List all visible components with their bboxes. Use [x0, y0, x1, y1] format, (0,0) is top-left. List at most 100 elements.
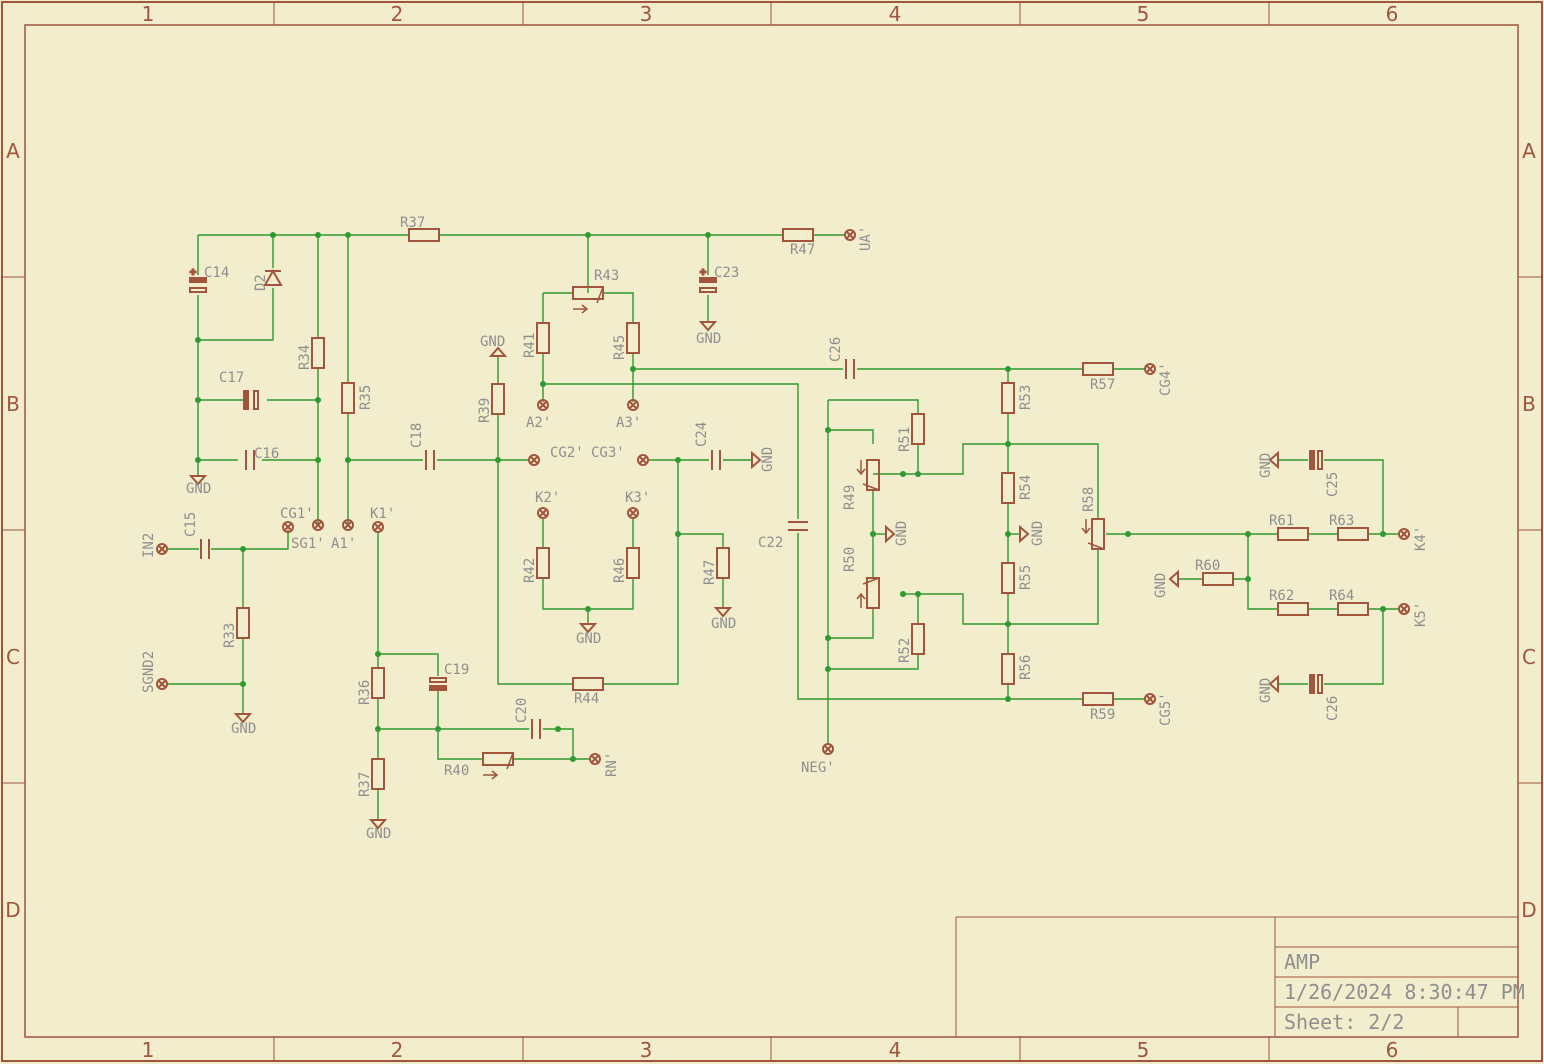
svg-text:B: B — [6, 392, 20, 416]
svg-text:4: 4 — [889, 2, 902, 26]
svg-text:2: 2 — [391, 2, 404, 26]
resistor-r47 — [716, 547, 730, 579]
connector-pad-in2[interactable] — [156, 543, 168, 555]
svg-text:5: 5 — [1137, 2, 1150, 26]
svg-text:GND: GND — [696, 331, 721, 347]
resistor-r60 — [1202, 572, 1234, 586]
svg-text:D: D — [5, 898, 20, 922]
capacitor-c22 — [711, 450, 721, 470]
svg-text:B: B — [1522, 392, 1536, 416]
label-c18: C18 — [409, 423, 425, 448]
connector-pad-ua[interactable] — [844, 229, 856, 241]
label-r54: R54 — [1018, 475, 1034, 500]
resistor-r54 — [1001, 472, 1015, 504]
ground-symbol — [1268, 674, 1279, 694]
label-c22: C24 — [694, 422, 710, 447]
resistor-r64 — [1337, 602, 1369, 616]
ground-symbol — [698, 321, 718, 332]
label-a3: A3' — [616, 415, 641, 431]
connector-pad-cg3[interactable] — [637, 454, 649, 466]
resistor-r61 — [1277, 527, 1309, 541]
title-block-sheet: Sheet: 2/2 — [1284, 1010, 1404, 1034]
svg-text:C: C — [1522, 645, 1536, 669]
ground-symbol — [713, 607, 733, 618]
resistor-r53 — [1001, 382, 1015, 414]
resistor-r57 — [1082, 362, 1114, 376]
label-k2: K2' — [535, 490, 560, 506]
label-r51: R51 — [897, 427, 913, 452]
label-r52: R52 — [897, 638, 913, 663]
resistor-r44 — [572, 677, 604, 691]
label-c16: C16 — [254, 446, 279, 462]
connector-pad-neg[interactable] — [822, 743, 834, 755]
connector-pad-a2[interactable] — [537, 399, 549, 411]
connector-pad-cg2[interactable] — [528, 454, 540, 466]
capacitor-c18 — [425, 450, 435, 470]
label-sg1: SG1' — [291, 536, 325, 552]
label-r40: R40 — [444, 763, 469, 779]
connector-pad-sg1[interactable] — [312, 519, 324, 531]
label-cg3: CG3' — [591, 445, 625, 461]
label-r37: R37 — [357, 772, 373, 797]
resistor-r45 — [626, 322, 640, 354]
diode-d2 — [263, 268, 283, 286]
junction-dots — [195, 232, 1386, 762]
connector-pad-k5[interactable] — [1398, 603, 1410, 615]
label-r57: R57 — [1090, 377, 1115, 393]
capacitor-c26 — [1309, 674, 1323, 694]
svg-text:GND: GND — [1258, 678, 1274, 703]
svg-text:GND: GND — [760, 447, 776, 472]
potentiometer-r50 — [856, 577, 880, 609]
label-r41: R41 — [522, 333, 538, 358]
label-a1: A1' — [331, 536, 356, 552]
svg-text:GND: GND — [186, 481, 211, 497]
connector-pad-k3[interactable] — [627, 507, 639, 519]
resistor-r46 — [626, 547, 640, 579]
connector-pad-cg4[interactable] — [1144, 363, 1156, 375]
connector-pad-cg5[interactable] — [1144, 693, 1156, 705]
svg-text:6: 6 — [1386, 1038, 1399, 1062]
connector-pad-a1[interactable] — [342, 519, 354, 531]
title-block-title: AMP — [1284, 950, 1320, 974]
label-r42: R42 — [522, 558, 538, 583]
label-r50: R50 — [842, 547, 858, 572]
svg-text:A: A — [6, 139, 20, 163]
connector-pad-k2[interactable] — [537, 507, 549, 519]
label-d2: D2 — [253, 274, 269, 291]
svg-text:2: 2 — [391, 1038, 404, 1062]
svg-text:GND: GND — [711, 616, 736, 632]
svg-text:3: 3 — [640, 2, 653, 26]
label-r49: R49 — [842, 485, 858, 510]
ground-symbol — [233, 713, 253, 724]
label-c25: C25 — [1325, 472, 1341, 497]
connector-pad-sgnd2[interactable] — [156, 678, 168, 690]
svg-text:1: 1 — [142, 2, 155, 26]
resistor-r39 — [491, 383, 505, 415]
row-labels-left: A B C D — [5, 139, 20, 922]
label-r48: R47 — [790, 242, 815, 258]
connector-pad-k1[interactable] — [372, 521, 384, 533]
capacitor-c16 — [245, 450, 255, 470]
label-c14: C14 — [204, 265, 229, 281]
connector-pad-cg1[interactable] — [282, 521, 294, 533]
capacitor-c21: + — [699, 266, 717, 293]
label-r60: R60 — [1195, 558, 1220, 574]
connector-pad-rn[interactable] — [589, 753, 601, 765]
label-c17: C17 — [219, 370, 244, 386]
connector-pad-a3[interactable] — [627, 399, 639, 411]
svg-text:5: 5 — [1137, 1038, 1150, 1062]
capacitor-c17 — [243, 390, 259, 410]
connector-pad-k4[interactable] — [1398, 528, 1410, 540]
label-r59: R59 — [1090, 707, 1115, 723]
net-wires — [167, 234, 1398, 820]
label-c15: C15 — [183, 512, 199, 537]
resistor-r56 — [1001, 653, 1015, 685]
label-k4: K4' — [1413, 526, 1429, 551]
ground-symbol — [1019, 524, 1030, 544]
resistor-r62 — [1277, 602, 1309, 616]
resistor-r36 — [371, 667, 385, 699]
capacitor-c23 — [788, 521, 808, 531]
svg-text:A: A — [1522, 139, 1536, 163]
